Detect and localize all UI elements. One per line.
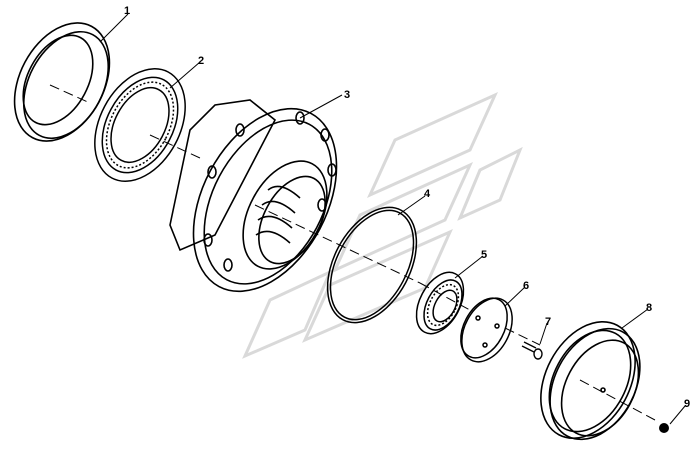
callout-2: 2	[198, 55, 204, 67]
part-8-end-cap	[540, 321, 641, 441]
part-6-cover-plate	[460, 297, 513, 363]
callout-8: 8	[646, 302, 652, 314]
callout-6: 6	[523, 280, 529, 292]
leader-lines	[99, 13, 686, 425]
part-1-seal	[13, 22, 111, 142]
callout-3: 3	[344, 89, 350, 101]
part-4-o-ring	[326, 206, 418, 324]
callout-9: 9	[684, 398, 690, 410]
part-3-hub	[169, 99, 338, 293]
callout-1: 1	[124, 5, 130, 17]
part-9-plug	[659, 423, 669, 433]
callout-7: 7	[545, 316, 551, 328]
callout-4: 4	[424, 188, 431, 200]
callout-5: 5	[481, 249, 487, 261]
part-7-screw	[521, 341, 543, 360]
part-2-bearing	[94, 68, 186, 182]
centre-axis	[49, 84, 656, 421]
